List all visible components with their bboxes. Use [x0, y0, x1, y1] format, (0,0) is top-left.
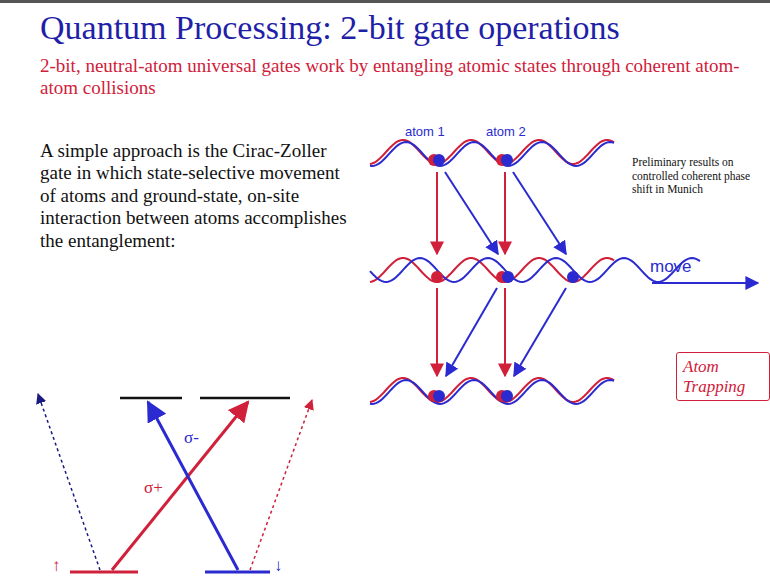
ground-level [70, 571, 138, 574]
atom-label: atom 1 [405, 124, 445, 139]
atom-dot [501, 390, 513, 402]
dotted-transition [38, 394, 100, 570]
spin-label: ↓ [274, 556, 283, 576]
note-text: Preliminary results on controlled cohere… [632, 156, 760, 197]
lattice-wave [370, 140, 614, 164]
dotted-transition [250, 400, 312, 570]
motion-arrow [445, 172, 498, 254]
body-text: A simple approach is the Cirac-Zoller ga… [40, 140, 350, 252]
atom-dot [433, 390, 445, 402]
spin-label: ↑ [52, 556, 61, 576]
motion-arrow [513, 172, 566, 254]
handwritten-note-box: Atom Trapping [676, 352, 770, 401]
lattice-wave [370, 378, 614, 402]
slide-title: Quantum Processing: 2-bit gate operation… [40, 8, 760, 48]
atom-group [428, 154, 579, 402]
atom-dot [433, 154, 445, 166]
lattice-wave [370, 142, 614, 166]
top-bar [0, 0, 770, 3]
atom-dot [567, 271, 579, 283]
motion-arrow [436, 288, 438, 376]
motion-arrow [446, 288, 497, 376]
motion-arrow [504, 288, 506, 376]
transition-label: σ- [182, 428, 201, 448]
ground-level [205, 571, 270, 574]
atom-dot [502, 271, 514, 283]
motion-arrow [504, 172, 506, 254]
lattice-wave [370, 258, 700, 282]
excited-level [120, 397, 182, 400]
excited-level [200, 397, 290, 400]
transition-arrow [112, 402, 248, 570]
subtitle: 2-bit, neutral-atom universal gates work… [40, 55, 750, 100]
lattice-wave [370, 380, 614, 404]
motion-arrow [514, 288, 566, 376]
handwritten-note: Atom Trapping [683, 357, 763, 396]
transition-label: σ+ [142, 478, 165, 498]
move-arrow [652, 282, 758, 284]
atom-dot [431, 271, 443, 283]
atom-label: atom 2 [486, 124, 526, 139]
motion-arrow [436, 172, 438, 254]
motion-label: move [650, 257, 692, 277]
atom-dot [501, 154, 513, 166]
